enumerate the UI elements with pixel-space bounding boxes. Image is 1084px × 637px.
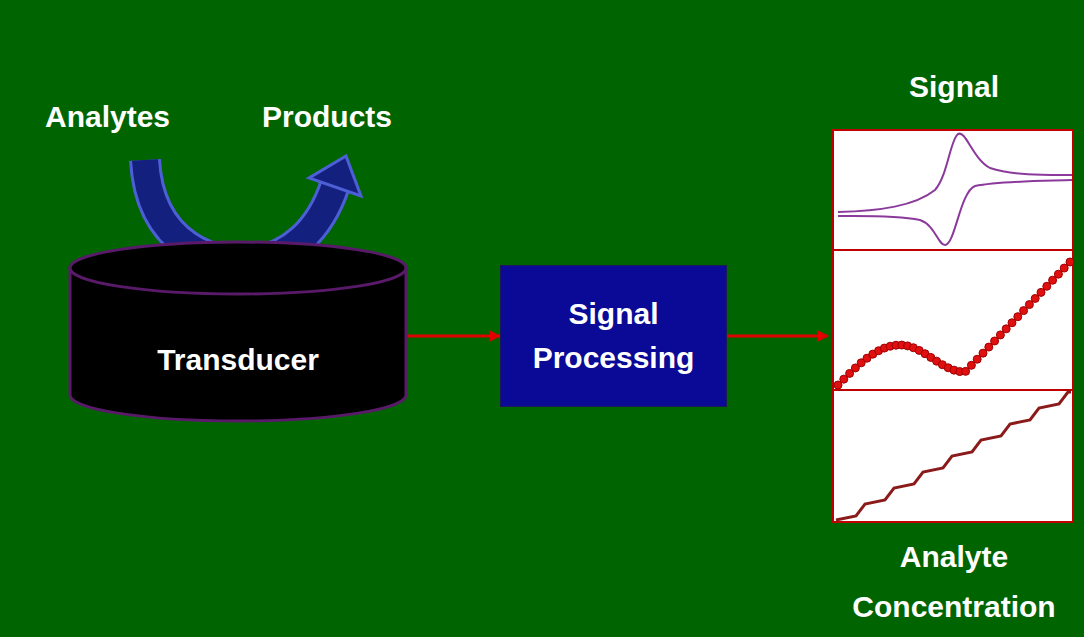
cylinder-outline [68, 240, 408, 423]
voltammogram-curve [838, 180, 1072, 245]
signal-arrow [408, 335, 500, 338]
impedance-dot [1066, 258, 1074, 266]
reaction-label: Products [262, 99, 392, 135]
signal-panel [833, 130, 1073, 250]
reaction-arrow-outline [145, 160, 335, 262]
transducer-cylinder: Transducer [68, 240, 408, 423]
process-box: Signal Processing [500, 265, 727, 407]
staircase-curve [836, 392, 1071, 520]
reaction-arrowhead [309, 156, 361, 196]
node-text: Transducer [157, 341, 319, 379]
reaction-arrow [145, 160, 335, 262]
signal-arrow [727, 335, 828, 338]
signal-panel [833, 390, 1073, 522]
voltammogram-curve [838, 134, 1072, 212]
output-panel: SignalAnalyte Concentration [828, 62, 1080, 632]
panel-caption: Analyte Concentration [830, 532, 1078, 632]
impedance-dots [834, 258, 1074, 389]
reaction-label: Analytes [45, 99, 170, 135]
node-text: Signal Processing [511, 292, 716, 380]
signal-panel [833, 250, 1073, 390]
panel-heading: Signal [909, 62, 999, 112]
